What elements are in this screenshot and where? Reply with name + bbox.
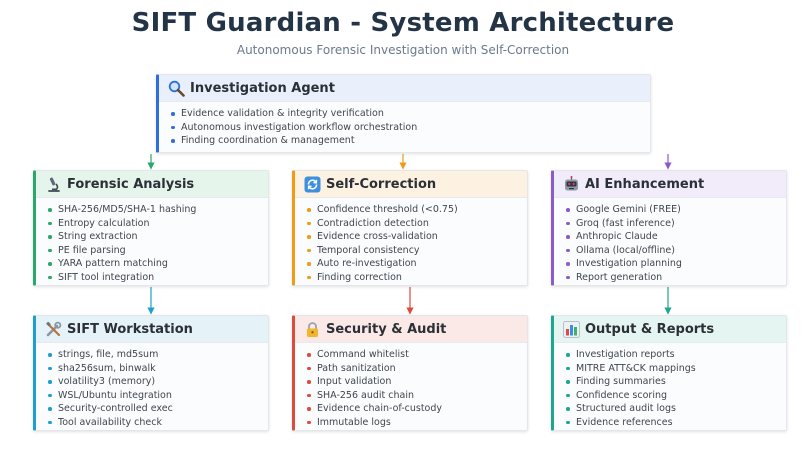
output-reports-box: Output & Reports Investigation reports M…: [551, 315, 787, 431]
page-title: SIFT Guardian - System Architecture: [131, 8, 675, 38]
list-item: MITRE ATT&CK mappings: [566, 362, 786, 376]
investigation-agent-list: Evidence validation & integrity verifica…: [159, 102, 650, 148]
list-item: Anthropic Claude: [566, 230, 786, 244]
investigation-agent-header: Investigation Agent: [159, 75, 650, 102]
list-item: Immutable logs: [307, 416, 527, 430]
sift-workstation-box: SIFT Workstation strings, file, md5sum s…: [33, 315, 269, 431]
ai-enhancement-title: AI Enhancement: [585, 176, 705, 192]
list-item: Entropy calculation: [48, 217, 268, 231]
list-item: Input validation: [307, 375, 527, 389]
list-item: Evidence chain-of-custody: [307, 402, 527, 416]
list-item: PE file parsing: [48, 244, 268, 258]
self-correction-header: Self-Correction: [295, 171, 527, 198]
list-item: Contradiction detection: [307, 217, 527, 231]
output-reports-header: Output & Reports: [554, 316, 786, 343]
list-item: Confidence scoring: [566, 389, 786, 403]
tools-icon: [45, 321, 62, 338]
security-audit-title: Security & Audit: [326, 321, 447, 337]
output-reports-title: Output & Reports: [585, 321, 715, 337]
self-correction-title: Self-Correction: [326, 176, 437, 192]
security-audit-list: Command whitelist Path sanitization Inpu…: [295, 343, 527, 429]
magnifier-icon: [168, 80, 185, 97]
list-item: Investigation reports: [566, 348, 786, 362]
list-item: Finding correction: [307, 271, 527, 285]
investigation-agent-title: Investigation Agent: [190, 80, 335, 96]
list-item: Finding summaries: [566, 375, 786, 389]
list-item: volatility3 (memory): [48, 375, 268, 389]
list-item: SIFT tool integration: [48, 271, 268, 285]
ai-enhancement-list: Google Gemini (FREE) Groq (fast inferenc…: [554, 198, 786, 284]
self-correction-box: Self-Correction Confidence threshold (<0…: [292, 170, 528, 286]
list-item: Evidence cross-validation: [307, 230, 527, 244]
output-reports-list: Investigation reports MITRE ATT&CK mappi…: [554, 343, 786, 429]
list-item: WSL/Ubuntu integration: [48, 389, 268, 403]
list-item: YARA pattern matching: [48, 257, 268, 271]
list-item: Finding coordination & management: [171, 134, 650, 148]
list-item: Tool availability check: [48, 416, 268, 430]
sift-workstation-list: strings, file, md5sum sha256sum, binwalk…: [36, 343, 268, 429]
forensic-analysis-box: Forensic Analysis SHA-256/MD5/SHA-1 hash…: [33, 170, 269, 286]
list-item: Report generation: [566, 271, 786, 285]
list-item: Autonomous investigation workflow orches…: [171, 121, 650, 135]
refresh-icon: [304, 176, 321, 193]
forensic-analysis-list: SHA-256/MD5/SHA-1 hashing Entropy calcul…: [36, 198, 268, 284]
investigation-agent-box: Investigation Agent Evidence validation …: [156, 74, 651, 153]
security-audit-header: Security & Audit: [295, 316, 527, 343]
list-item: String extraction: [48, 230, 268, 244]
list-item: Evidence validation & integrity verifica…: [171, 107, 650, 121]
list-item: Investigation planning: [566, 257, 786, 271]
list-item: strings, file, md5sum: [48, 348, 268, 362]
sift-workstation-header: SIFT Workstation: [36, 316, 268, 343]
bar-chart-icon: [563, 320, 580, 338]
ai-enhancement-box: AI Enhancement Google Gemini (FREE) Groq…: [551, 170, 787, 286]
list-item: Auto re-investigation: [307, 257, 527, 271]
list-item: Command whitelist: [307, 348, 527, 362]
forensic-analysis-title: Forensic Analysis: [67, 176, 195, 192]
list-item: SHA-256 audit chain: [307, 389, 527, 403]
forensic-analysis-header: Forensic Analysis: [36, 171, 268, 198]
sift-workstation-title: SIFT Workstation: [67, 321, 193, 337]
lock-icon: [304, 321, 321, 338]
ai-enhancement-header: AI Enhancement: [554, 171, 786, 198]
list-item: Path sanitization: [307, 362, 527, 376]
list-item: Groq (fast inference): [566, 217, 786, 231]
list-item: Temporal consistency: [307, 244, 527, 258]
page-subtitle: Autonomous Forensic Investigation with S…: [236, 43, 570, 57]
list-item: Structured audit logs: [566, 402, 786, 416]
list-item: Evidence references: [566, 416, 786, 430]
list-item: Confidence threshold (<0.75): [307, 203, 527, 217]
list-item: SHA-256/MD5/SHA-1 hashing: [48, 203, 268, 217]
list-item: Security-controlled exec: [48, 402, 268, 416]
list-item: Ollama (local/offline): [566, 244, 786, 258]
robot-icon: [563, 175, 580, 193]
list-item: sha256sum, binwalk: [48, 362, 268, 376]
self-correction-list: Confidence threshold (<0.75) Contradicti…: [295, 198, 527, 284]
security-audit-box: Security & Audit Command whitelist Path …: [292, 315, 528, 431]
list-item: Google Gemini (FREE): [566, 203, 786, 217]
microscope-icon: [45, 176, 62, 193]
